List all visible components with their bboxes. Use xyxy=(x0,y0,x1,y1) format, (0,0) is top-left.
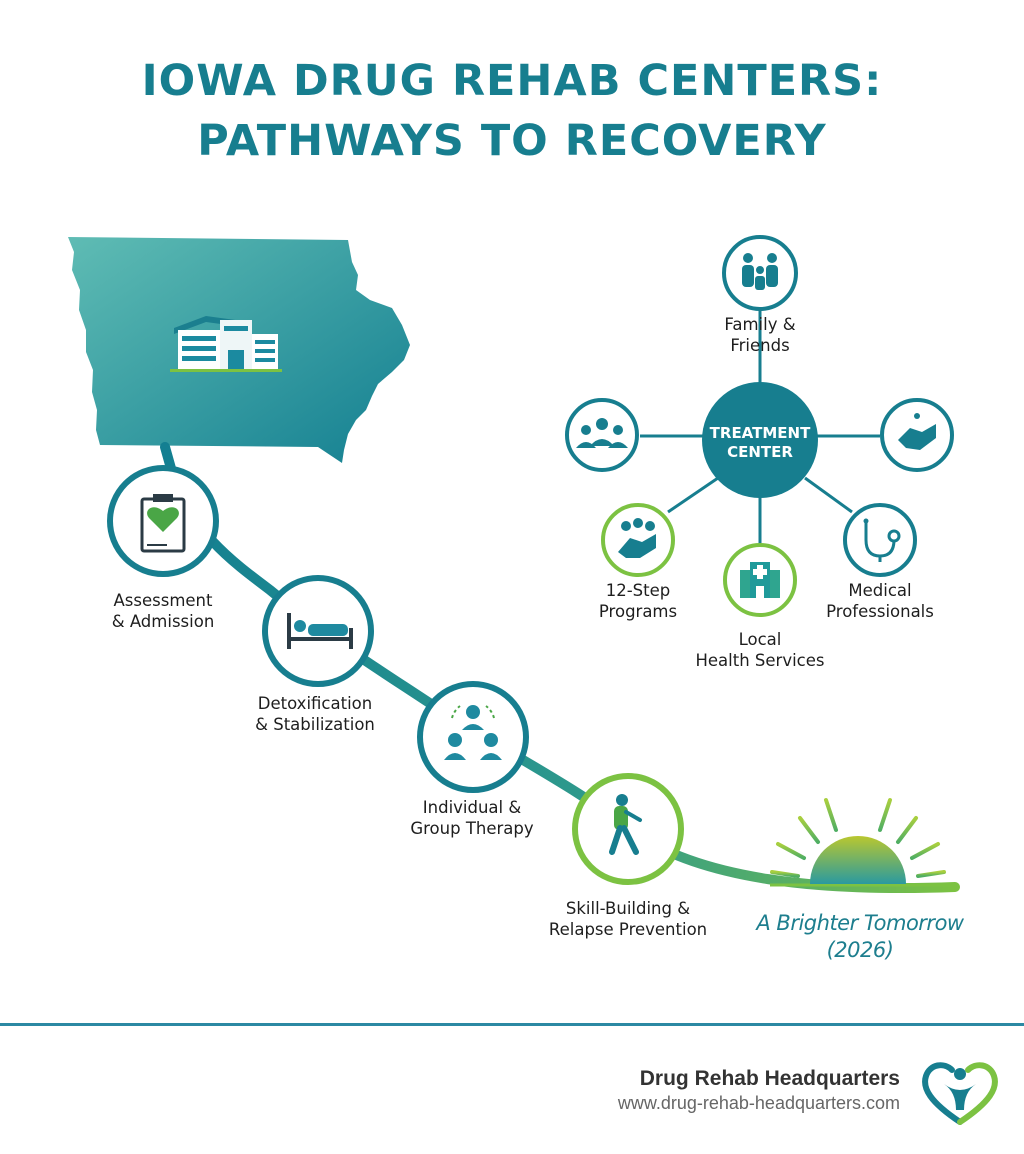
medical-professionals-label-line1: Medical xyxy=(848,581,912,600)
page-title-line2: PATHWAYS TO RECOVERY xyxy=(197,116,827,166)
family-friends-label: Family & Friends xyxy=(700,314,820,356)
treatment-center-label-line1: TREATMENT xyxy=(709,424,811,442)
step-therapy-label-line1: Individual & xyxy=(422,798,522,817)
treatment-center-label-line2: CENTER xyxy=(727,443,793,461)
stethoscope-node-icon xyxy=(843,503,917,577)
step-skills-label-line1: Skill-Building & xyxy=(565,899,691,918)
twelve-step-label: 12-Step Programs xyxy=(578,580,698,622)
hospital-building-icon xyxy=(170,316,282,372)
step-skills-label-line2: Relapse Prevention xyxy=(548,920,708,939)
brighter-tomorrow-line1: A Brighter Tomorrow xyxy=(756,911,964,935)
local-health-label-line1: Local xyxy=(738,630,782,649)
step-therapy-label: Individual & Group Therapy xyxy=(392,797,552,839)
network-connectors xyxy=(640,310,880,550)
family-node-icon xyxy=(722,235,798,311)
local-health-label: Local Health Services xyxy=(680,629,840,671)
twelve-step-label-line2: Programs xyxy=(598,602,678,621)
brighter-tomorrow-line2: (2026) xyxy=(826,938,894,962)
footer-divider xyxy=(0,1023,1024,1026)
step-assessment-label: Assessment & Admission xyxy=(88,590,238,632)
page-title-line1: IOWA DRUG REHAB CENTERS: xyxy=(141,56,883,106)
treatment-center-label: TREATMENT CENTER xyxy=(702,424,818,462)
local-health-label-line2: Health Services xyxy=(695,651,825,670)
handshake-icon xyxy=(880,398,954,472)
step-assessment-label-line2: & Admission xyxy=(111,612,215,631)
brand-name: Drug Rehab Headquarters xyxy=(639,1067,900,1090)
family-friends-label-line1: Family & xyxy=(724,315,796,334)
brand-logo-icon xyxy=(922,1062,998,1125)
step-skills-icon xyxy=(572,773,684,885)
family-friends-label-line2: Friends xyxy=(730,336,790,355)
medical-professionals-label: Medical Professionals xyxy=(810,580,950,622)
step-detox-label-line2: & Stabilization xyxy=(255,715,375,734)
step-assessment-icon xyxy=(107,465,219,577)
brighter-tomorrow-label: A Brighter Tomorrow (2026) xyxy=(740,910,980,964)
step-skills-label: Skill-Building & Relapse Prevention xyxy=(530,898,726,940)
infographic-artwork xyxy=(68,235,960,894)
twelve-step-label-line1: 12-Step xyxy=(605,581,671,600)
step-assessment-label-line1: Assessment xyxy=(113,591,213,610)
twelve-step-node-icon xyxy=(601,503,675,577)
medical-professionals-label-line2: Professionals xyxy=(826,602,934,621)
footer-brand: Drug Rehab Headquarters www.drug-rehab-h… xyxy=(618,1066,900,1115)
step-therapy-label-line2: Group Therapy xyxy=(410,819,534,838)
treatment-center-hub xyxy=(702,382,818,498)
sunrise-icon xyxy=(770,794,946,884)
step-detox-icon xyxy=(262,575,374,687)
step-detox-label: Detoxification & Stabilization xyxy=(235,693,395,735)
step-therapy-icon xyxy=(417,681,529,793)
support-group-icon xyxy=(565,398,639,472)
brand-url-link[interactable]: www.drug-rehab-headquarters.com xyxy=(617,1093,900,1113)
step-detox-label-line1: Detoxification xyxy=(257,694,373,713)
hospital-node-icon xyxy=(723,543,797,617)
